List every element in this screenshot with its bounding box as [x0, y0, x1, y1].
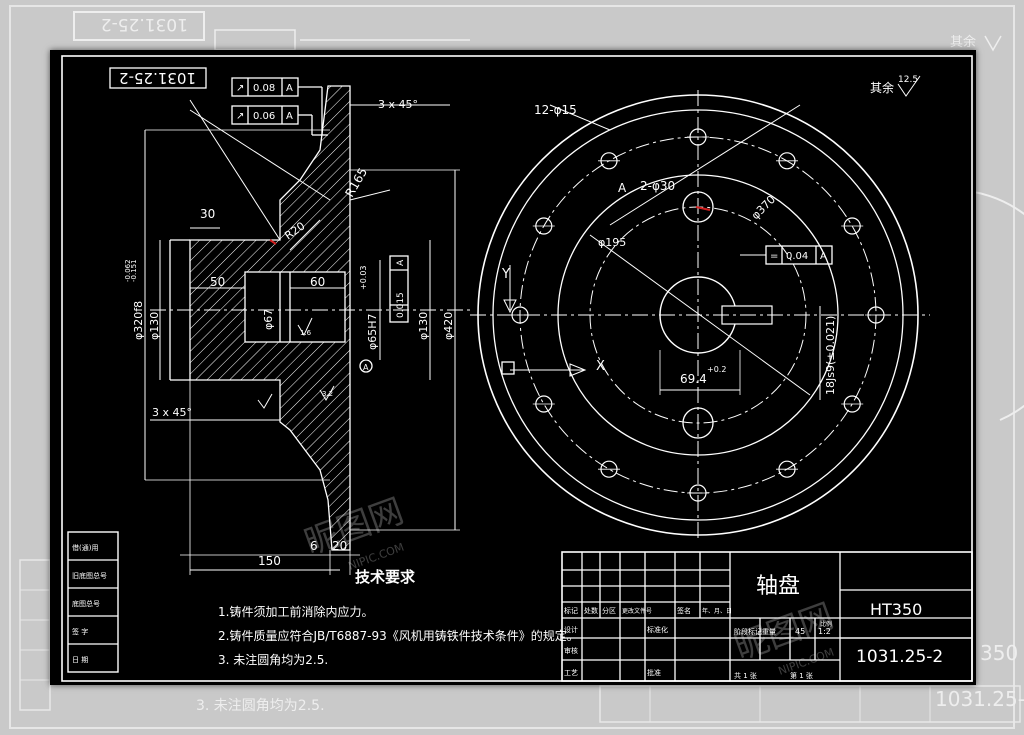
- parallel-symbol: =: [770, 251, 778, 262]
- dim-30: 30: [200, 207, 215, 221]
- datum-bubble-label: A: [363, 363, 369, 372]
- runout-symbol-1: ↗: [236, 83, 244, 94]
- label-process: 工艺: [564, 669, 578, 677]
- runout-datum-1: A: [286, 83, 293, 94]
- chamfer-bottom: 3 x 45°: [152, 406, 192, 419]
- label-std: 标准化: [647, 625, 668, 634]
- label-sign: 签名: [677, 606, 691, 615]
- dim-320-tol-low: -0.151: [130, 259, 138, 282]
- label-check: 审核: [564, 646, 578, 655]
- scale-value: 1:2: [818, 627, 831, 636]
- bg-drawing-no: 1031.25-2: [935, 687, 1024, 711]
- keyway-dim: 18Js9(±0.021): [824, 316, 837, 395]
- drawing-number: 1031.25-2: [856, 647, 943, 667]
- side-row-1: 借(通)用: [72, 543, 98, 552]
- runout-datum-2: A: [286, 111, 293, 122]
- parallel-datum: A: [820, 251, 827, 262]
- label-change: 更改文件号: [622, 607, 652, 615]
- label-stage: 阶段标记: [734, 627, 762, 636]
- label-mark: 标记: [564, 606, 578, 615]
- tech-title: 技术要求: [355, 568, 416, 586]
- runout-value-2: 0.06: [253, 111, 275, 122]
- roughness-2: 3.2: [322, 390, 333, 398]
- tech-item-1: 1.铸件须加工前消除内应力。: [218, 604, 373, 619]
- other-roughness-label: 其余: [870, 80, 894, 95]
- sheet-number: 第 1 张: [790, 671, 813, 680]
- material: HT350: [870, 600, 922, 619]
- cad-drawing: 1031.25-2 其余 12.5 ↗ 0.08 A ↗ 0.06 A 3 x …: [61, 55, 973, 682]
- rotated-number-box: [109, 67, 207, 89]
- dim-320-tol-up: -0.062: [124, 259, 132, 282]
- dim-65-tol: +0.03: [359, 265, 368, 290]
- roughness-1: 1.6: [300, 329, 312, 337]
- label-approve: 批准: [647, 668, 661, 677]
- label-design: 设计: [564, 625, 578, 634]
- side-row-2: 旧底图总号: [72, 571, 107, 580]
- label-zone: 分区: [602, 606, 616, 615]
- dim-69-tol: +0.2: [707, 365, 726, 374]
- red-mark-2: [269, 239, 277, 245]
- section-view: [109, 67, 470, 575]
- position-datum: A: [396, 259, 406, 266]
- tech-item-3: 3. 未注圆角均为2.5.: [218, 652, 328, 667]
- bg-material: 350: [980, 641, 1018, 665]
- position-value: 0.015: [396, 292, 406, 318]
- roughness-value: 12.5: [898, 75, 918, 85]
- title-block: [561, 551, 973, 682]
- label-weight: 重量: [762, 628, 776, 636]
- parallel-value: 0.04: [786, 251, 808, 262]
- dim-195: φ195: [598, 236, 626, 249]
- axis-x-label: X: [596, 359, 605, 374]
- sheet-total: 共 1 张: [734, 671, 757, 680]
- side-row-4: 签 字: [72, 627, 88, 636]
- side-row-5: 日 期: [72, 656, 88, 664]
- dim-20: 20: [332, 539, 347, 553]
- label-date: 年、月、日: [702, 607, 732, 615]
- drawing-number-rotated: 1031.25-2: [119, 69, 196, 87]
- dim-320: φ320f8: [132, 301, 145, 340]
- runout-symbol-2: ↗: [236, 111, 244, 122]
- axis-y-label: Y: [501, 267, 510, 282]
- drawing-frame: [61, 55, 973, 682]
- red-mark: [695, 206, 711, 211]
- dim-6: 6: [310, 539, 318, 553]
- runout-value-1: 0.08: [253, 83, 275, 94]
- position-frame: [389, 255, 409, 323]
- dim-69: 69.4: [680, 372, 707, 386]
- weight-value: 45: [795, 627, 805, 636]
- dim-420: φ420: [442, 312, 455, 340]
- datum-bubble: [359, 359, 373, 373]
- front-view: [470, 90, 930, 540]
- dim-67: φ67: [262, 309, 275, 330]
- side-panel: [67, 531, 119, 673]
- holes-12: 12-φ15: [534, 103, 577, 117]
- bg-tech-item3: 3. 未注圆角均为2.5.: [196, 698, 325, 714]
- label-scale: 比例: [820, 620, 832, 628]
- drawing-window: 1031.25-2 其余 12.5 ↗ 0.08 A ↗ 0.06 A 3 x …: [50, 50, 976, 685]
- dim-150: 150: [258, 554, 281, 568]
- bg-other-roughness: 其余: [950, 34, 976, 50]
- holes-2: 2-φ30: [640, 179, 675, 193]
- chamfer-top: 3 x 45°: [378, 98, 418, 111]
- label-qty: 处数: [584, 606, 598, 615]
- side-row-3: 底图总号: [72, 599, 100, 608]
- dim-60: 60: [310, 275, 325, 289]
- bg-drawing-number: 1031.25-2: [101, 14, 188, 34]
- part-name: 轴盘: [756, 574, 800, 599]
- dim-130-left: φ130: [148, 312, 161, 340]
- dim-130-right: φ130: [417, 312, 430, 340]
- tech-item-2: 2.铸件质量应符合JB/T6887-93《风机用铸铁件技术条件》的规定。: [218, 628, 579, 643]
- dim-65: φ65H7: [366, 313, 379, 350]
- view-a-label: A: [618, 181, 627, 195]
- dim-50: 50: [210, 275, 225, 289]
